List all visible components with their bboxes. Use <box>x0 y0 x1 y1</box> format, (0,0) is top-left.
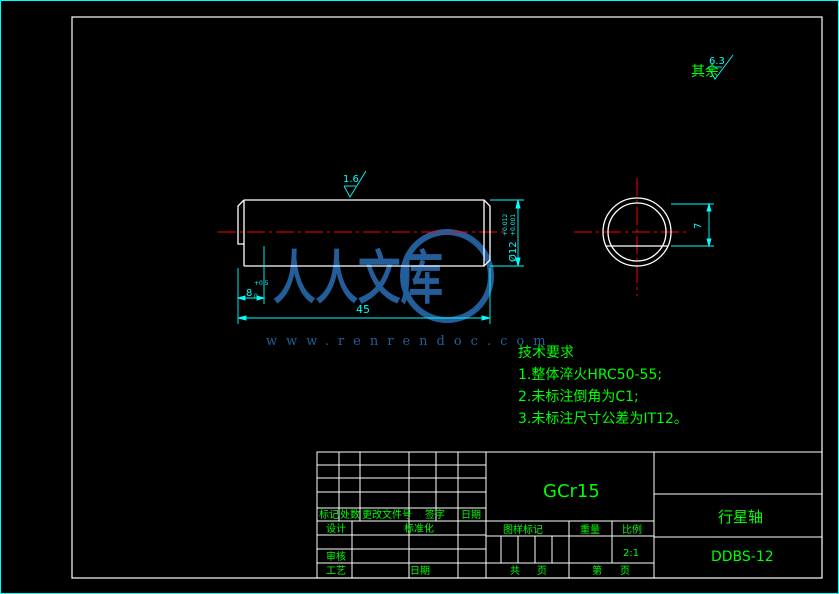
tb-ratio: 比例 <box>622 523 642 536</box>
tech-req-item-1: 1.整体淬火HRC50-55; <box>518 367 662 383</box>
tb-sheet: 第 <box>592 564 602 577</box>
tb-part-name: 行星轴 <box>718 508 763 526</box>
tb-drawing-no: DDBS-12 <box>711 549 774 565</box>
dim-45-arrow-right <box>481 315 491 321</box>
roughness-symbol-surface <box>343 170 367 198</box>
tb-review: 审核 <box>326 550 346 563</box>
dim-dia-arrow-bottom <box>515 257 521 267</box>
dim-length-text: 45 <box>356 303 370 316</box>
tech-req-title: 技术要求 <box>518 345 574 361</box>
tb-material: GCr15 <box>543 481 600 502</box>
dim-8-arrow-left <box>236 295 246 301</box>
roughness-other-value: 6.3 <box>709 56 725 67</box>
section-outer-circle <box>602 197 672 267</box>
roughness-value-surface: 1.6 <box>343 174 359 185</box>
shaft-outline <box>244 199 491 267</box>
tb-mark: 标记 <box>319 509 339 521</box>
tb-signature: 签字 <box>425 508 445 521</box>
tb-total: 共 <box>510 565 520 577</box>
title-block <box>316 451 823 579</box>
tech-req-item-3: 3.未标注尺寸公差为IT12。 <box>518 411 688 427</box>
watermark-url: www.renrendoc.com <box>266 334 555 349</box>
tb-page2: 页 <box>620 565 630 577</box>
dim-dia-tol-lower: +0.001 <box>510 214 517 236</box>
tb-date: 日期 <box>461 509 481 521</box>
watermark: 人人文库 www.renrendoc.com <box>266 229 555 349</box>
watermark-logo-text: 人人文库 <box>273 244 443 312</box>
dim-8-arrow-right <box>256 295 266 301</box>
tb-weight: 重量 <box>580 523 600 536</box>
tb-standardize: 标准化 <box>404 522 434 535</box>
dim-flat-text: 7 <box>693 223 704 229</box>
tech-req-item-2: 2.未标注倒角为C1; <box>518 389 639 405</box>
roughness-other-label: 其余 <box>691 63 719 80</box>
roughness-check-surface <box>343 170 367 198</box>
tb-count: 处数 <box>340 508 360 521</box>
dim-7-arrow-top <box>706 202 712 212</box>
tb-change-doc: 更改文件号 <box>362 508 412 521</box>
dimension-texts: 45 8 +0.5 0 Ø12 +0.012 +0.001 7 <box>246 214 704 316</box>
tb-design: 设计 <box>326 522 346 535</box>
section-inner-circle <box>607 202 667 262</box>
roughness-check-other <box>707 54 734 80</box>
dim-step-text: 8 <box>246 288 252 299</box>
shaft-left-end <box>237 199 245 266</box>
dim-diameter-text: Ø12 <box>507 241 519 262</box>
dim-dia-arrow-top <box>515 199 521 209</box>
tb-scale: 2:1 <box>623 548 639 559</box>
dim-dia-tol-upper: +0.012 <box>502 214 509 236</box>
dim-7-arrow-bottom <box>706 238 712 248</box>
watermark-ring <box>400 229 494 323</box>
tb-stage-mark: 图样标记 <box>503 523 543 536</box>
dim-step-tol-upper: +0.5 <box>254 280 269 287</box>
tb-date2: 日期 <box>410 565 430 577</box>
title-block-texts: 标记 处数 更改文件号 签字 日期 设计 标准化 审核 工艺 日期 GCr15 … <box>319 481 774 577</box>
dimensions <box>236 199 714 324</box>
dim-45-arrow-left <box>237 315 247 321</box>
shaft-section-view <box>602 197 672 267</box>
tb-process: 工艺 <box>326 565 346 577</box>
tech-requirements: 技术要求 1.整体淬火HRC50-55; 2.未标注倒角为C1; 3.未标注尺寸… <box>518 345 688 427</box>
tb-page: 页 <box>537 565 547 577</box>
dim-step-tol-lower: 0 <box>254 293 258 300</box>
shaft-side-view <box>237 199 491 267</box>
roughness-symbol-other <box>707 54 734 80</box>
